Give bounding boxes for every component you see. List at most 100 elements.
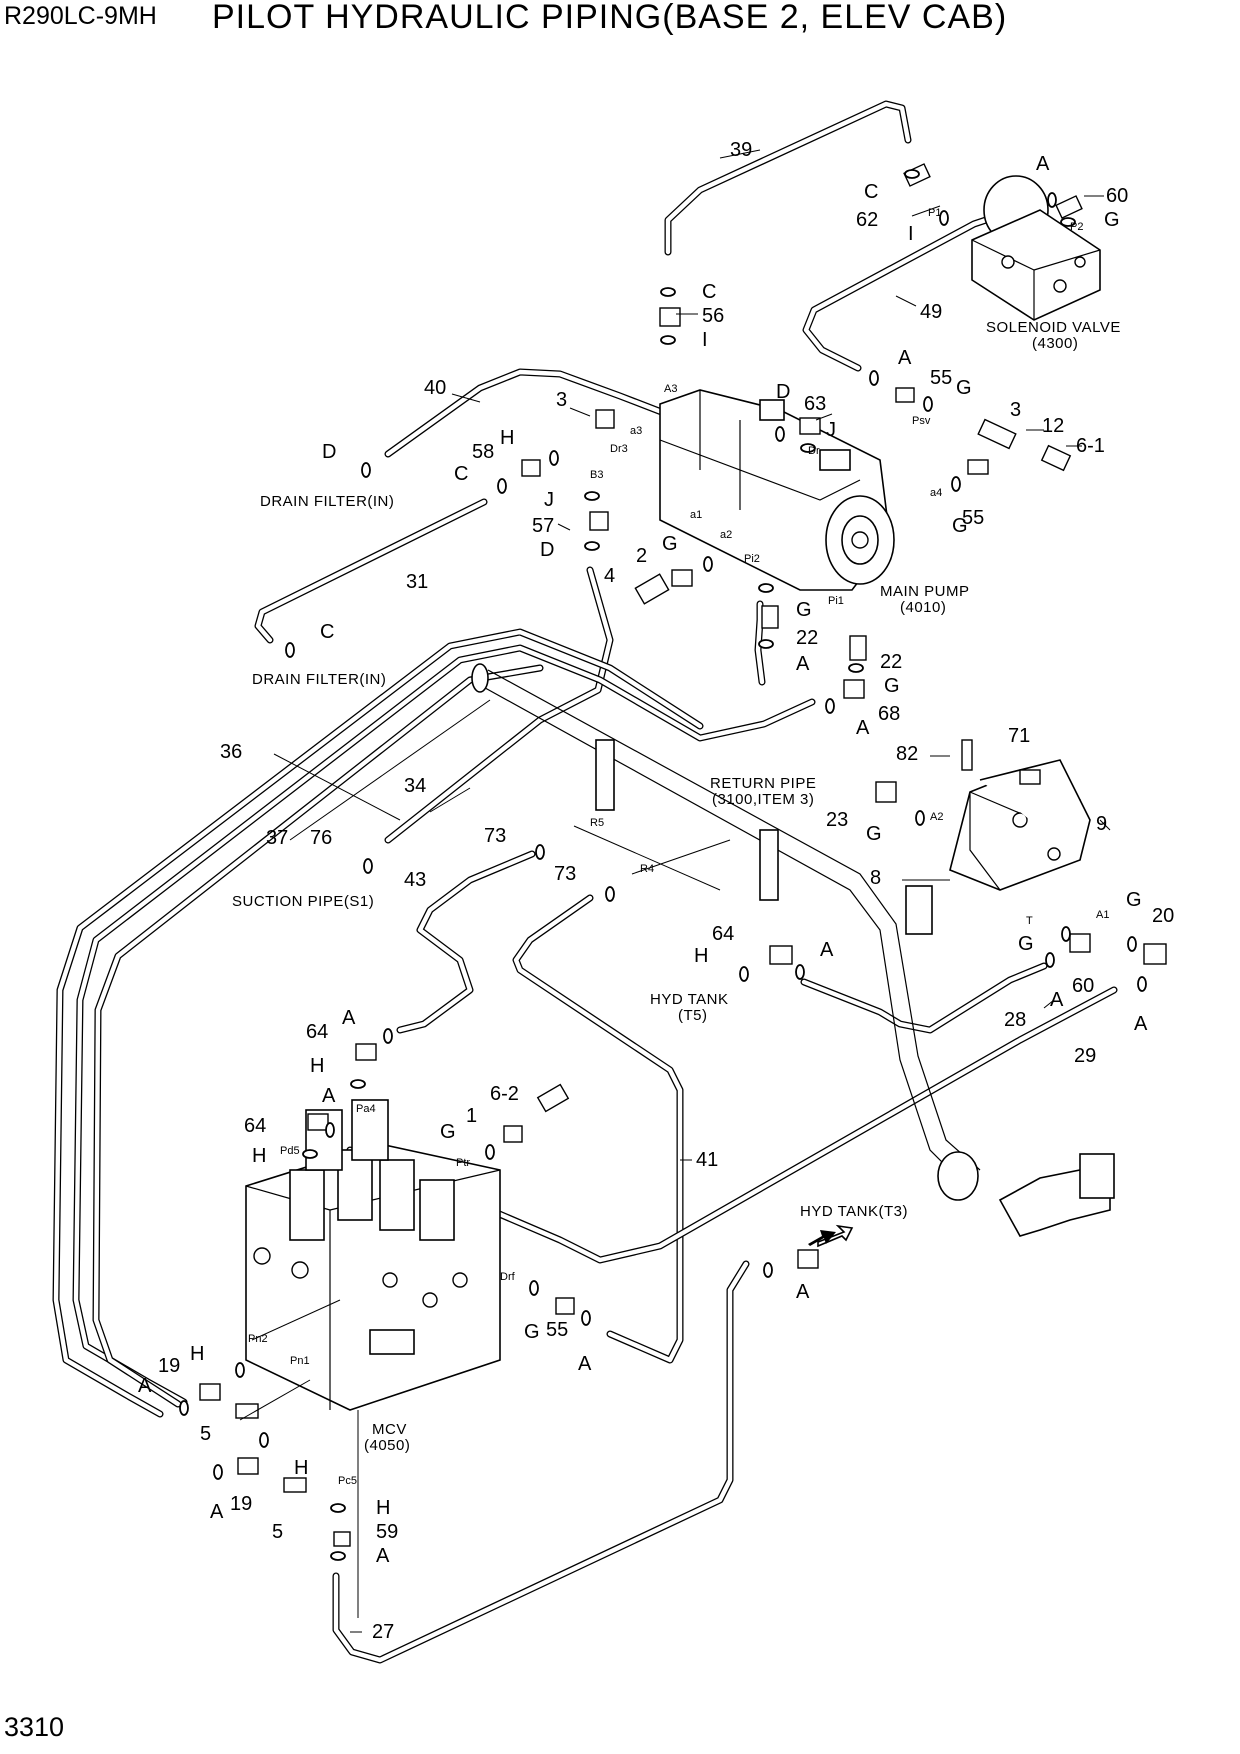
callout: 34 [404,775,426,797]
suction-pipe-label: SUCTION PIPE(S1) [232,893,374,910]
seal-letter: G [524,1321,540,1343]
mcv-code: (4050) [364,1437,410,1454]
callout: 22 [796,627,818,649]
seal-letter: D [322,441,336,463]
seal-letter: D [540,539,554,561]
port-label: A1 [1096,909,1109,921]
seal-letter: A [856,717,870,739]
seal-letter: A [342,1007,356,1029]
seal-letter: J [544,489,554,511]
port-labels: P1 P2 A3 a3 Dr3 Psv Dr B3 a4 a1 a2 Pi2 P… [248,207,1109,1487]
leader-lines [239,149,1111,1633]
callout: 55 [930,367,952,389]
seal-letter: G [1018,933,1034,955]
seal-letter: H [310,1055,324,1077]
main-pump-code: (4010) [900,599,946,616]
callout: 60 [1106,185,1128,207]
callout: 41 [696,1149,718,1171]
hyd-tank-t5-code: (T5) [678,1007,708,1024]
solenoid-valve-label: SOLENOID VALVE [986,319,1121,336]
seal-letter: H [190,1343,204,1365]
main-pump-label: MAIN PUMP [880,583,970,600]
callout: 56 [702,305,724,327]
callout: 29 [1074,1045,1096,1067]
callout: 12 [1042,415,1064,437]
seal-letter: G [884,675,900,697]
component-labels: SOLENOID VALVE (4300) MAIN PUMP (4010) D… [232,319,1121,1454]
callout: 8 [870,867,881,889]
arrow-icon [808,1230,836,1246]
seal-letter: A [1134,1013,1148,1035]
solenoid-valve-code: (4300) [1032,335,1078,352]
port-label: R4 [640,863,654,875]
callout: 1 [466,1105,477,1127]
seal-letter: H [376,1497,390,1519]
callout: 55 [546,1319,568,1341]
callout: 28 [1004,1009,1026,1031]
return-pipe-code: (3100,ITEM 3) [712,791,814,808]
port-label: T [1026,915,1033,927]
seal-letter: G [440,1121,456,1143]
port-label: B3 [590,469,603,481]
pipes [52,100,1118,1664]
callout: 71 [1008,725,1030,747]
callout: 73 [554,863,576,885]
callout: 64 [712,923,734,945]
callout: 6-1 [1076,435,1105,457]
callout: 73 [484,825,506,847]
callout: 3 [1010,399,1021,421]
seal-letters: A C I G C I A G D J D C H J D G G G C A … [138,153,1148,1567]
seal-letter: A [138,1375,152,1397]
mcv-valve [245,1099,501,1411]
callout: 76 [310,827,332,849]
callout: 2 [636,545,647,567]
page-title: PILOT HYDRAULIC PIPING(BASE 2, ELEV CAB) [212,0,1008,36]
callout: 68 [878,703,900,725]
callout: 43 [404,869,426,891]
callout: 63 [804,393,826,415]
callout: 5 [272,1521,283,1543]
port-label: Pi1 [828,595,844,607]
seal-letter: C [454,463,468,485]
callout: 39 [730,139,752,161]
drain-filter-label-lower: DRAIN FILTER(IN) [252,671,386,688]
callout: 40 [424,377,446,399]
seal-letter: G [956,377,972,399]
seal-letter: G [866,823,882,845]
callout: 6-2 [490,1083,519,1105]
callout: 27 [372,1621,394,1643]
page-header: R290LC-9MH PILOT HYDRAULIC PIPING(BASE 2… [0,0,1240,48]
return-pipe [471,663,1115,1237]
callout: 58 [472,441,494,463]
callout: 64 [306,1021,328,1043]
seal-letter: H [294,1457,308,1479]
callout-numbers: 39 60 62 56 49 40 3 63 55 3 12 6-1 58 57… [158,139,1174,1643]
port-label: A2 [930,811,943,823]
seal-letter: C [320,621,334,643]
page-number: 3310 [4,1712,65,1742]
seal-letter: J [826,419,836,441]
seal-letter: A [210,1501,224,1523]
port-label: Dr3 [610,443,628,455]
seal-letter: D [776,381,790,403]
seal-letter: A [796,1281,810,1303]
callout: 3 [556,389,567,411]
seal-letter: G [796,599,812,621]
mcv-label: MCV [372,1421,407,1438]
seal-letter: H [694,945,708,967]
port-label: P1 [928,207,941,219]
port-label: R5 [590,817,604,829]
callout: 37 [266,827,288,849]
port-label: Pn2 [248,1333,268,1345]
seal-letter: A [376,1545,390,1567]
callout: 60 [1072,975,1094,997]
port-label: A3 [664,383,677,395]
callout: 31 [406,571,428,593]
port-label: Dr [808,445,820,457]
callout: 22 [880,651,902,673]
o-rings [179,169,1147,1561]
callout: 4 [604,565,615,587]
port-label: Pi2 [744,553,760,565]
callout: 9 [1096,813,1107,835]
hyd-tank-t3-label: HYD TANK(T3) [800,1203,908,1220]
